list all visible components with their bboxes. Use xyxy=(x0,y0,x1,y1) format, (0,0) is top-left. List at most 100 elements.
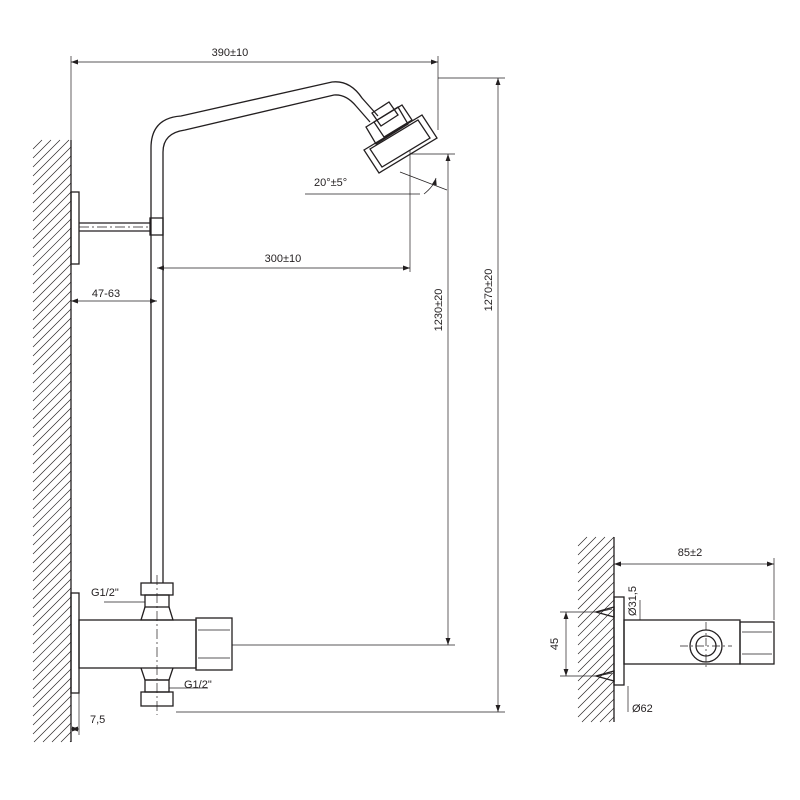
hatch-line xyxy=(32,614,72,654)
hatch-line xyxy=(32,290,72,330)
hatch-line xyxy=(32,164,72,204)
hatch-line xyxy=(599,707,615,723)
hatch-line xyxy=(577,635,615,673)
hatch-line xyxy=(32,497,72,537)
hatch-line xyxy=(32,587,72,627)
hatch-line xyxy=(32,398,72,438)
hatch-line xyxy=(32,263,72,303)
hatch-line xyxy=(32,443,72,483)
hatch-line xyxy=(32,317,72,357)
hatch-line xyxy=(577,662,615,700)
hatch-line xyxy=(32,272,72,312)
hatch-line xyxy=(32,218,72,258)
wall-bracket xyxy=(70,191,164,265)
hatch-line xyxy=(32,641,72,681)
hatch-line xyxy=(577,563,615,601)
hatch-line xyxy=(32,560,72,600)
wall-hatching xyxy=(32,139,72,743)
hatch-line xyxy=(32,542,72,582)
hatch-line xyxy=(32,155,72,195)
hatch-line xyxy=(32,335,72,375)
shower-head xyxy=(363,101,438,174)
hatch-line xyxy=(32,146,72,186)
hatch-line xyxy=(32,551,72,591)
hatch-line xyxy=(32,488,72,528)
hatch-line xyxy=(590,698,615,723)
hatch-line xyxy=(32,173,72,213)
dimension-lines xyxy=(70,56,505,735)
hatch-line xyxy=(577,608,615,646)
hatch-line xyxy=(577,536,597,556)
hatch-line xyxy=(32,596,72,636)
hatch-line xyxy=(32,605,72,645)
dim-total-height: 1270±20 xyxy=(483,269,495,312)
hatch-line xyxy=(32,236,72,276)
hatch-line xyxy=(32,254,72,294)
hatch-line xyxy=(32,434,72,474)
hatch-line xyxy=(577,536,588,547)
hatch-line xyxy=(32,281,72,321)
hatch-line xyxy=(32,139,52,159)
hatch-line xyxy=(32,623,72,663)
side-view: 85±2 45 Ø31,5 Ø62 xyxy=(549,536,775,723)
hatch-line xyxy=(32,668,72,708)
dim-depth: 85±2 xyxy=(678,547,702,559)
dim-tube-diameter: Ø31,5 xyxy=(627,586,639,616)
hatch-line xyxy=(32,380,72,420)
hatch-line xyxy=(577,617,615,655)
hatch-line xyxy=(32,533,72,573)
dim-thread-bottom: G1/2" xyxy=(184,679,212,691)
hatch-line xyxy=(32,353,72,393)
hatch-line xyxy=(32,650,72,690)
hatch-line xyxy=(32,139,61,168)
hatch-line xyxy=(32,416,72,456)
main-view: 390±10 20°±5° 300±10 47-63 1230±20 1270±… xyxy=(32,47,505,743)
dim-rose-diameter: Ø62 xyxy=(632,703,653,715)
hatch-line xyxy=(32,695,72,735)
hatch-line xyxy=(32,407,72,447)
hatch-line xyxy=(32,677,72,717)
hatch-line xyxy=(32,686,72,726)
hatch-line xyxy=(32,569,72,609)
hatch-line xyxy=(33,704,72,743)
hatch-line xyxy=(32,452,72,492)
hatch-line xyxy=(577,680,615,718)
dim-outlet-height: 1230±20 xyxy=(433,289,445,332)
hatch-line xyxy=(32,182,72,222)
side-mount xyxy=(593,596,775,686)
hatch-line xyxy=(32,209,72,249)
hatch-line xyxy=(32,578,72,618)
hatch-line xyxy=(32,344,72,384)
dim-wall-offset: 47-63 xyxy=(92,288,120,300)
hatch-line xyxy=(577,545,615,583)
hatch-line xyxy=(60,731,72,743)
hatch-line xyxy=(32,245,72,285)
hatch-line xyxy=(32,200,72,240)
hatch-line xyxy=(32,389,72,429)
hatch-line xyxy=(577,599,615,637)
hatch-line xyxy=(32,139,43,150)
hatch-line xyxy=(577,671,615,709)
hatch-line xyxy=(69,740,72,743)
hatch-line xyxy=(32,299,72,339)
hatch-line xyxy=(577,536,606,565)
hatch-line xyxy=(577,554,615,592)
side-dimension-lines xyxy=(560,558,775,712)
dim-thread-top: G1/2" xyxy=(91,587,119,599)
hatch-line xyxy=(32,479,72,519)
hatch-line xyxy=(32,461,72,501)
hatch-line xyxy=(32,506,72,546)
riser-pipe xyxy=(150,81,379,583)
hatch-line xyxy=(577,536,615,574)
hatch-line xyxy=(32,308,72,348)
dim-flange-thickness: 7,5 xyxy=(90,714,105,726)
hatch-line xyxy=(32,371,72,411)
hatch-line xyxy=(32,515,72,555)
hatch-line xyxy=(577,626,615,664)
hatch-line xyxy=(32,326,72,366)
dim-arm-reach: 300±10 xyxy=(265,253,302,265)
hatch-line xyxy=(581,689,615,723)
dim-head-angle: 20°±5° xyxy=(314,177,347,189)
hatch-line xyxy=(32,227,72,267)
